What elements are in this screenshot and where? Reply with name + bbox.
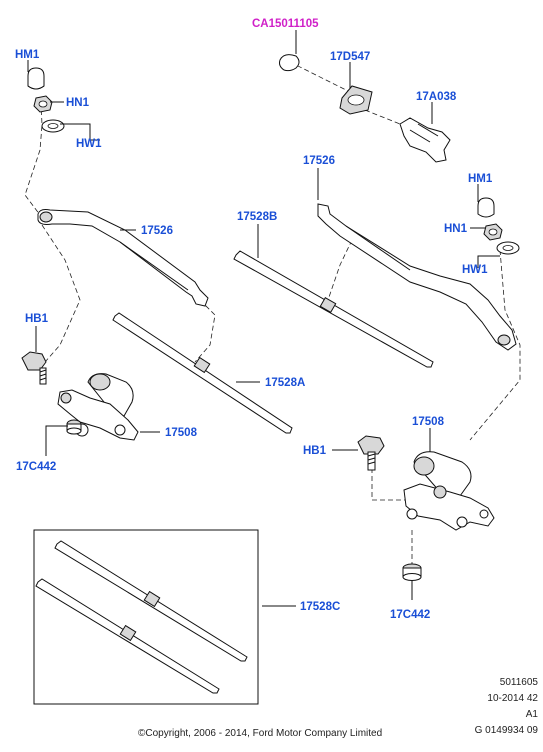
- label-17508-left: 17508: [165, 427, 198, 439]
- label-hw1-right: HW1: [462, 264, 488, 276]
- label-ca15011105: CA15011105: [252, 18, 319, 30]
- hb1-bolt-right: [357, 435, 385, 471]
- wiper-blade-17528b: [233, 250, 434, 368]
- leader-lines: [27, 30, 500, 607]
- label-hb1-left: HB1: [25, 313, 49, 325]
- left-assembly-line-mid: [41, 224, 81, 363]
- wiper-arm-left: [37, 209, 209, 307]
- reference-codes: 5011605 10-2014 42 A1 G 0149934 09 ©Copy…: [138, 677, 538, 739]
- label-hw1-left: HW1: [76, 138, 102, 150]
- right-arm-to-blade-line: [327, 239, 353, 301]
- left-arm-to-motor-line: [194, 299, 216, 363]
- hn1-nut-left: [33, 95, 53, 113]
- label-17c442-left: 17C442: [16, 461, 56, 473]
- copyright-text: ©Copyright, 2006 - 2014, Ford Motor Comp…: [138, 728, 382, 739]
- label-17528c: 17528C: [300, 601, 340, 613]
- right-assembly-line: [469, 249, 521, 441]
- grommet-17c442-left: [66, 419, 82, 435]
- hn1-nut-right: [483, 223, 503, 241]
- label-17526-left: 17526: [141, 225, 173, 237]
- hw1-washer-left: [41, 119, 65, 133]
- wiper-blade-17528a: [112, 312, 293, 434]
- seal-17d547: [339, 85, 373, 115]
- label-17a038: 17A038: [416, 91, 457, 103]
- blade-kit-box: [33, 529, 259, 705]
- label-hn1-left: HN1: [66, 97, 90, 109]
- label-17528a: 17528A: [265, 377, 305, 389]
- hb1-bolt-left: [21, 351, 47, 385]
- label-hm1-left: HM1: [15, 49, 40, 61]
- ref-code-3: A1: [526, 709, 539, 720]
- hw1-washer-right: [496, 241, 520, 255]
- ref-code-2: 10-2014 42: [487, 693, 538, 704]
- cap-to-seal-line: [289, 61, 351, 93]
- left-assembly-line-upper: [24, 101, 43, 216]
- assembly-lines: [24, 61, 521, 570]
- bolt-to-motor-line: [371, 468, 410, 501]
- clip-17a038: [399, 117, 451, 163]
- label-hm1-right: HM1: [468, 173, 493, 185]
- wiper-motor-right: [403, 451, 495, 531]
- label-17d547: 17D547: [330, 51, 370, 63]
- wiper-arm-right: [317, 203, 517, 351]
- ref-code-1: 5011605: [500, 677, 539, 688]
- cap-ca15011105: [279, 54, 300, 72]
- label-17526-right: 17526: [303, 155, 335, 167]
- ref-code-4: G 0149934 09: [475, 725, 539, 736]
- hm1-cap-left: [27, 67, 45, 90]
- label-hb1-right: HB1: [303, 445, 327, 457]
- label-17508-right: 17508: [412, 416, 445, 428]
- hm1-cap-right: [477, 197, 495, 218]
- part-labels: CA15011105 HM1 HN1 HW1 17526 HB1 17528A …: [15, 18, 493, 621]
- label-17c442-right: 17C442: [390, 609, 430, 621]
- label-17528b: 17528B: [237, 211, 277, 223]
- grommet-17c442-right: [402, 563, 422, 581]
- label-hn1-right: HN1: [444, 223, 468, 235]
